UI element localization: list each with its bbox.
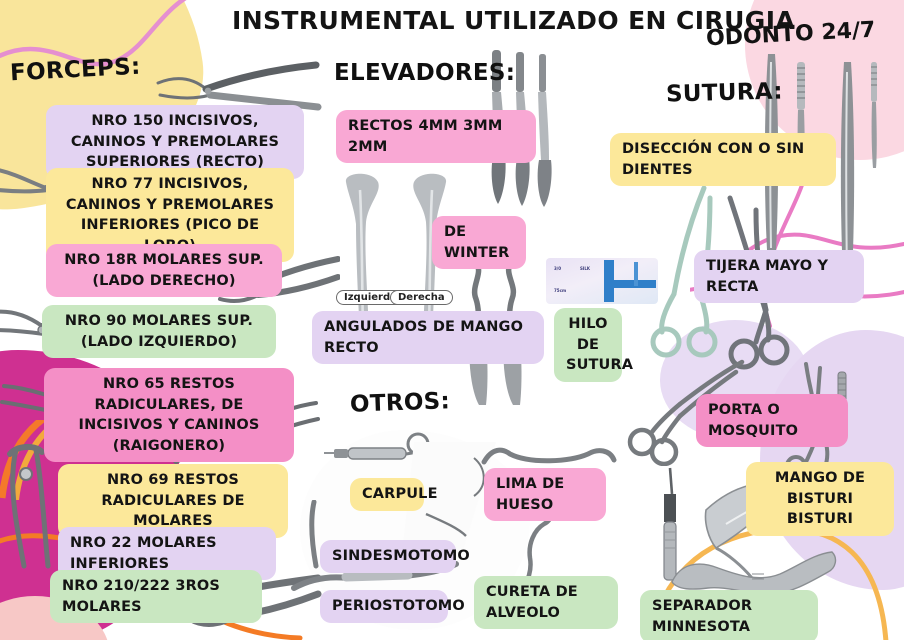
label-diseccion-con-o-sin-dientes: DISECCIÓN CON O SIN DIENTES xyxy=(610,133,836,187)
label-forceps-90: NRO 90 MOLARES SUP. (LADO IZQUIERDO) xyxy=(42,305,276,359)
label-elevador-de-winter: DE WINTER xyxy=(432,216,526,270)
label-forceps-150: NRO 150 INCISIVOS, CANINOS Y PREMOLARES … xyxy=(46,105,304,179)
label-lima-de-hueso: LIMA DE HUESO xyxy=(484,468,606,522)
section-heading-sutura: SUTURA: xyxy=(665,78,784,108)
pinza-diseccion-3-image xyxy=(840,62,855,278)
label-mango-de-bisturi: MANGO DE BISTURI BISTURI xyxy=(746,462,894,536)
label-forceps-69: NRO 69 RESTOS RADICULARES DE MOLARES xyxy=(58,464,288,538)
label-hilo-de-sutura: HILO DE SUTURA xyxy=(554,308,633,382)
label-forceps-65: NRO 65 RESTOS RADICULARES, DE INCISIVOS … xyxy=(44,368,294,463)
label-porta-o-mosquito: PORTA O MOSQUITO xyxy=(696,394,848,448)
label-elevadores-angulados: ANGULADOS DE MANGO RECTO xyxy=(312,311,544,365)
mango-bisturi-image xyxy=(663,467,677,581)
label-separador-minnesota: SEPARADOR MINNESOTA xyxy=(640,590,818,640)
section-heading-elevadores: ELEVADORES: xyxy=(334,60,516,86)
page-title: INSTRUMENTAL UTILIZADO EN CIRUGIA xyxy=(232,6,796,35)
label-periostotomo: PERIOSTOTOMO xyxy=(320,590,465,623)
carpule-syringe-image xyxy=(324,432,430,460)
label-forceps-18r: NRO 18R MOLARES SUP. (LADO DERECHO) xyxy=(46,244,282,298)
pinza-diseccion-4-image xyxy=(871,62,877,168)
decor-blob-lavender-right xyxy=(760,330,904,590)
section-heading-otros: OTROS: xyxy=(349,388,451,418)
label-elevadores-rectos: RECTOS 4MM 3MM 2MM xyxy=(336,110,536,164)
marker-izquierda: Izquierda xyxy=(336,290,405,305)
label-sindesmotomo: SINDESMOTOMO xyxy=(320,540,470,573)
label-carpule: CARPULE xyxy=(350,478,437,511)
section-heading-forceps: FORCEPS: xyxy=(9,53,142,87)
label-forceps-210-222: NRO 210/222 3ROS MOLARES xyxy=(50,570,262,624)
label-cureta-de-alveolo: CURETA DE ALVEOLO xyxy=(474,576,618,630)
label-tijera-mayo-y-recta: TIJERA MAYO Y RECTA xyxy=(694,250,864,304)
suture-package-image: 3/0 SILK 75cm xyxy=(546,258,658,304)
marker-derecha: Derecha xyxy=(390,290,453,305)
